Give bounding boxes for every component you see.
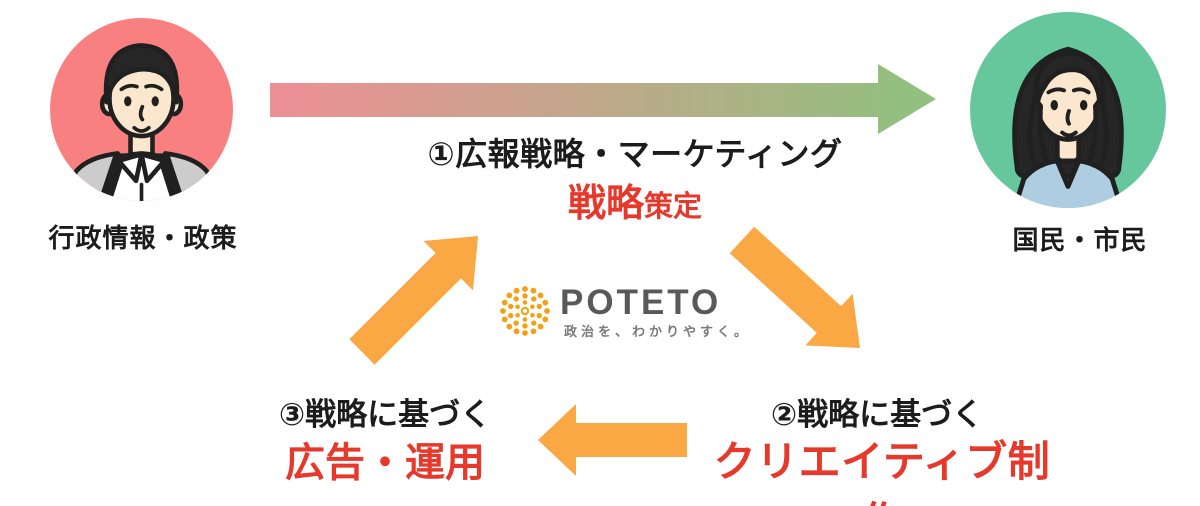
avatar-citizen-woman [970, 12, 1166, 208]
gradient-right-arrow-icon [270, 64, 936, 134]
label-government-info: 行政情報・政策 [48, 223, 238, 253]
step1-emphasis-large: 戦略 [567, 183, 644, 225]
label-citizens: 国民・市民 [1012, 225, 1148, 255]
poteto-logo-tagline: 政治を、わかりやすく。 [564, 324, 752, 339]
step2-emphasis: クリエイティブ制作 [713, 438, 1051, 506]
step3-title: ③戦略に基づく [278, 397, 492, 432]
poteto-logo-wordmark: POTETO [560, 283, 722, 322]
poteto-logo-icon [500, 286, 550, 336]
step2-title: ②戦略に基づく [770, 397, 984, 432]
avatar-government-man [50, 18, 233, 201]
step1-title: ①広報戦略・マーケティング [427, 136, 843, 172]
step1-emphasis: 戦略策定 [435, 172, 835, 227]
step1-emphasis-small: 策定 [644, 191, 703, 223]
step3-emphasis: 広告・運用 [285, 441, 485, 485]
arrow-left-icon [538, 404, 687, 476]
arrow-up-right-icon [349, 236, 478, 365]
